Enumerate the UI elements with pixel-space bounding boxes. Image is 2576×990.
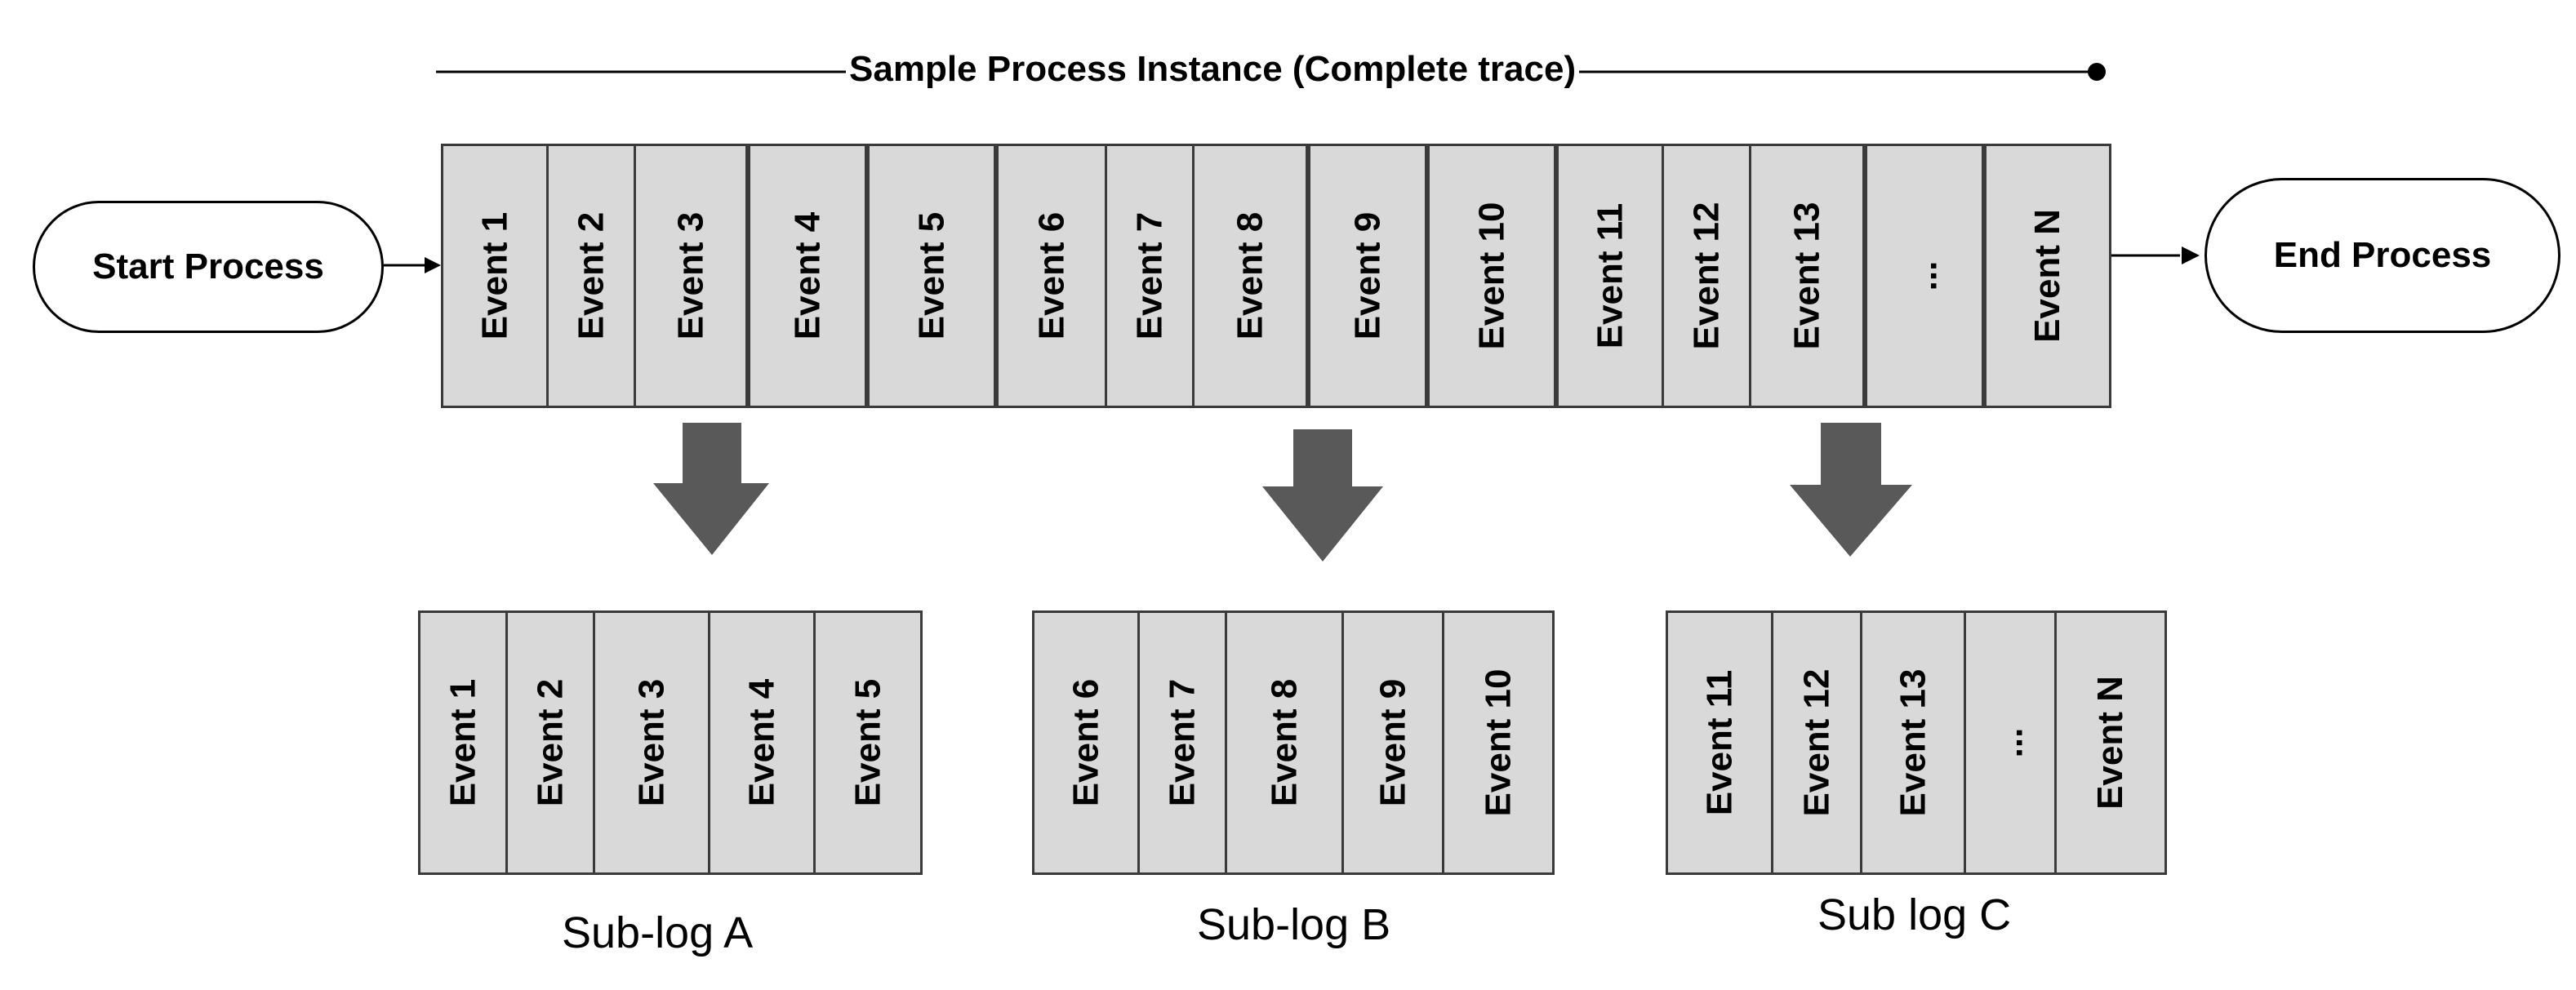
event-cell: Event 4 (748, 144, 867, 408)
sublog-event-cell: Event 8 (1225, 610, 1344, 875)
start-connector-arrowhead (425, 257, 441, 273)
event-cell: Event 2 (546, 144, 636, 408)
event-cell: Event 13 (1749, 144, 1865, 408)
sublog-c-label: Sub log C (1817, 890, 2012, 939)
sublog-event-cell: Event 13 (1860, 610, 1966, 875)
sublog-event-cell: Event 2 (505, 610, 595, 875)
sublog-a-label: Sub-log A (562, 908, 754, 957)
event-cell: Event N (1984, 144, 2111, 408)
sublog-event-cell: Event 1 (418, 610, 508, 875)
end-process-node: End Process (2205, 178, 2560, 333)
event-cell: Event 12 (1662, 144, 1751, 408)
sublog-event-cell: Event 4 (708, 610, 816, 875)
sublog-event-cell: Event 5 (813, 610, 923, 875)
event-cell: Event 3 (634, 144, 748, 408)
split-arrow-b (1262, 429, 1383, 562)
event-cell: Event 6 (996, 144, 1107, 408)
sublog-event-cell: Event 3 (593, 610, 710, 875)
event-cell: Event 5 (867, 144, 996, 408)
sublog-event-cell: Event 12 (1771, 610, 1862, 875)
event-cell: Event 1 (441, 144, 549, 408)
split-arrow-c (1790, 423, 1912, 557)
event-cell: Event 9 (1308, 144, 1427, 408)
trace-end-dot (2088, 63, 2106, 81)
end-process-label: End Process (2273, 235, 2492, 275)
sublog-event-cell: Event 9 (1341, 610, 1444, 875)
sublog-event-cell: ... (1964, 610, 2057, 875)
event-cell: Event 7 (1105, 144, 1195, 408)
sublog-event-cell: Event 11 (1666, 610, 1773, 875)
event-cell: Event 11 (1556, 144, 1664, 408)
split-arrow-a (653, 423, 769, 555)
event-cell: Event 10 (1427, 144, 1556, 408)
event-cell: Event 8 (1192, 144, 1308, 408)
start-process-label: Start Process (92, 246, 324, 286)
sublog-b-label: Sub-log B (1197, 900, 1391, 949)
event-cell: ... (1865, 144, 1984, 408)
sublog-event-cell: Event 7 (1137, 610, 1227, 875)
sublog-event-cell: Event 10 (1442, 610, 1555, 875)
sublog-event-cell: Event N (2054, 610, 2167, 875)
end-connector-arrowhead (2182, 246, 2200, 264)
trace-title: Sample Process Instance (Complete trace) (846, 49, 1580, 90)
sublog-event-cell: Event 6 (1032, 610, 1140, 875)
start-process-node: Start Process (33, 201, 384, 333)
